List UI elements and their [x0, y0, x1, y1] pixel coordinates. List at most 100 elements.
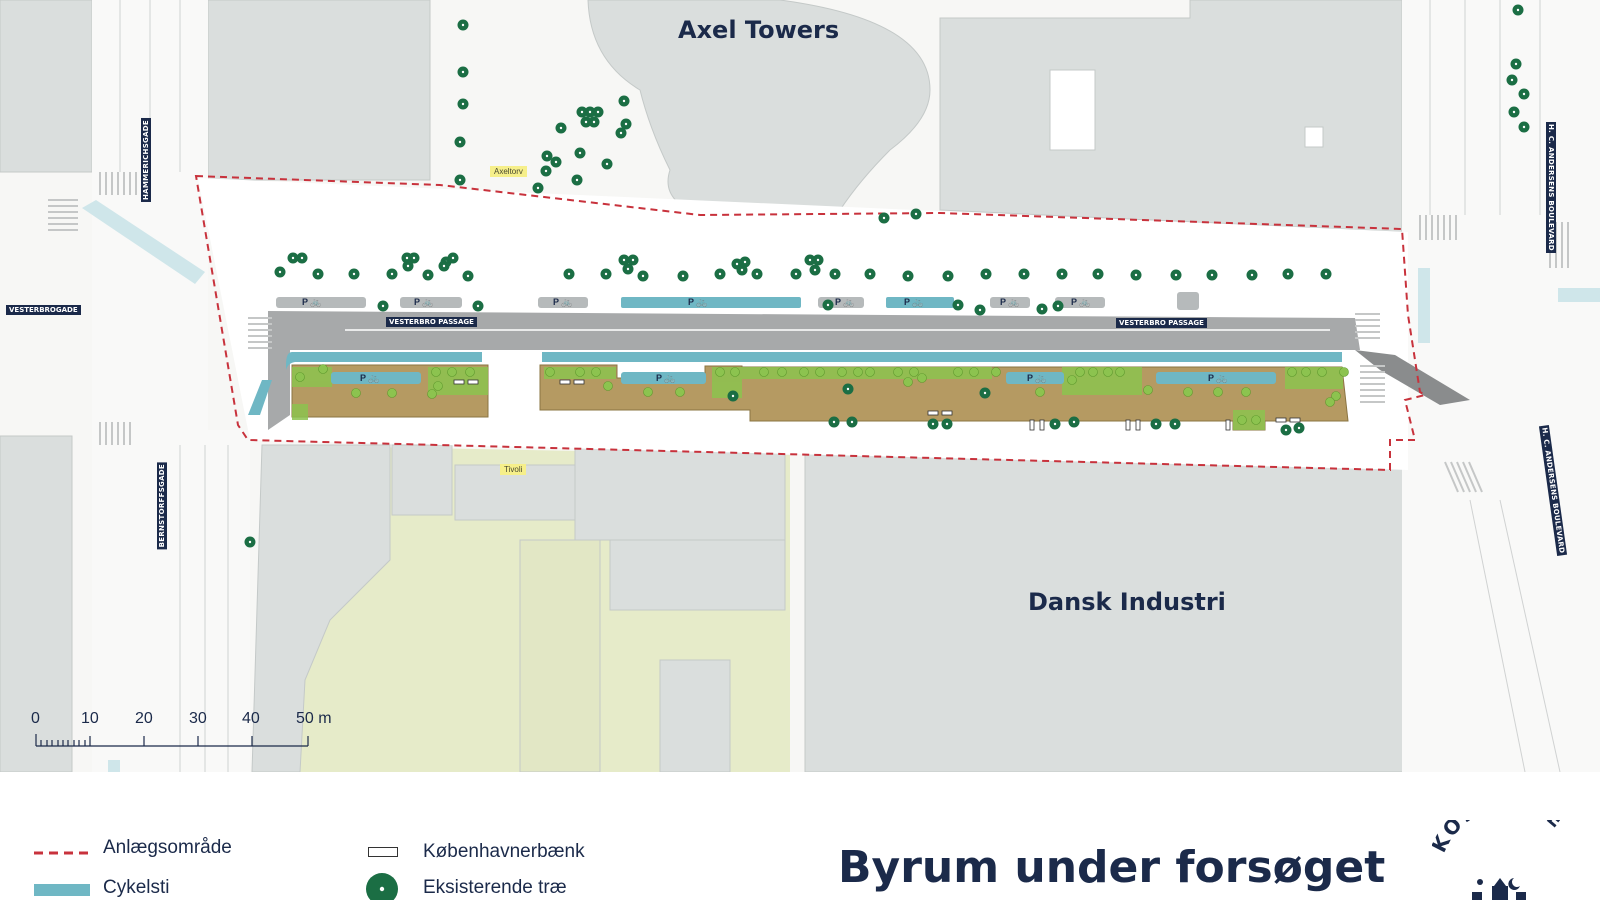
- vesterbro-passage-road: [268, 311, 1470, 430]
- existing-tree-center: [1284, 428, 1288, 432]
- new-tree: [1317, 367, 1327, 377]
- existing-tree-center: [461, 70, 465, 74]
- existing-tree-center: [604, 272, 608, 276]
- existing-tree-center: [559, 126, 563, 130]
- existing-tree-center: [381, 304, 385, 308]
- existing-tree-center: [592, 120, 596, 124]
- existing-tree-center: [681, 274, 685, 278]
- existing-tree-center: [1040, 307, 1044, 311]
- bench-icon: [368, 847, 398, 857]
- street-label-bernstorffsgade: BERNSTORFFSGADE: [157, 462, 167, 550]
- existing-tree-center: [826, 303, 830, 307]
- existing-tree-center: [931, 422, 935, 426]
- tivoli-buildings: [251, 444, 786, 772]
- new-tree: [1103, 367, 1113, 377]
- bike-parking-label: P 🚲: [656, 373, 676, 383]
- adjacent-cycle-paths: [82, 200, 1600, 772]
- bike-parking-label: P 🚲: [302, 297, 322, 307]
- existing-tree-center: [426, 273, 430, 277]
- bike-parking-label: P 🚲: [414, 297, 434, 307]
- new-tree: [1331, 391, 1341, 401]
- existing-tree-center: [808, 258, 812, 262]
- new-tree: [1035, 387, 1045, 397]
- existing-tree-center: [575, 178, 579, 182]
- existing-tree-center: [1154, 422, 1158, 426]
- existing-tree-center: [458, 140, 462, 144]
- new-tree: [903, 377, 913, 387]
- bike-parking-label: P 🚲: [1071, 297, 1091, 307]
- bike-parking-label: P 🚲: [1208, 373, 1228, 383]
- existing-tree-center: [1324, 272, 1328, 276]
- existing-tree-center: [978, 308, 982, 312]
- new-tree: [465, 367, 475, 377]
- existing-tree-center: [458, 178, 462, 182]
- new-tree: [351, 388, 361, 398]
- existing-tree-center: [740, 268, 744, 272]
- new-tree: [1067, 375, 1077, 385]
- legend-label-cycle-path: Cykelsti: [103, 877, 170, 898]
- existing-tree-center: [352, 272, 356, 276]
- existing-tree-center: [461, 23, 465, 27]
- existing-tree-center: [1522, 92, 1526, 96]
- new-tree: [865, 367, 875, 377]
- new-tree: [1143, 385, 1153, 395]
- cycle-path-swatch-icon: [34, 884, 90, 896]
- new-tree: [1301, 367, 1311, 377]
- new-tree: [853, 367, 863, 377]
- dashed-line-icon: [34, 851, 94, 855]
- existing-tree-center: [914, 212, 918, 216]
- existing-tree-center: [596, 110, 600, 114]
- new-tree: [387, 388, 397, 398]
- bike-parking-label: P 🚲: [835, 297, 855, 307]
- new-tree: [909, 367, 919, 377]
- new-tree: [575, 367, 585, 377]
- existing-tree-center: [946, 274, 950, 278]
- scale-bar: [35, 734, 309, 747]
- existing-tree-center: [816, 258, 820, 262]
- existing-tree-center: [832, 420, 836, 424]
- new-tree: [545, 367, 555, 377]
- street-label-vesterbrogade: VESTERBROGADE: [6, 305, 81, 315]
- new-tree: [917, 373, 927, 383]
- building-label-axel-towers: Axel Towers: [678, 16, 840, 44]
- existing-tree-center: [1510, 78, 1514, 82]
- street-label-vesterbro-passage-1: VESTERBRO PASSAGE: [386, 317, 477, 327]
- existing-tree-center: [1173, 422, 1177, 426]
- existing-tree-center: [536, 186, 540, 190]
- scale-label-50m: 50 m: [296, 710, 332, 727]
- existing-tree-center: [316, 272, 320, 276]
- scale-label-40: 40: [242, 710, 260, 727]
- existing-tree-center: [1516, 8, 1520, 12]
- existing-tree-center: [833, 272, 837, 276]
- bike-parking-label: P 🚲: [360, 373, 380, 383]
- existing-tree-center: [1072, 420, 1076, 424]
- existing-tree-center: [580, 110, 584, 114]
- existing-tree-center: [1096, 272, 1100, 276]
- new-tree: [1287, 367, 1297, 377]
- existing-tree-center: [476, 304, 480, 308]
- new-tree: [953, 367, 963, 377]
- existing-tree-center: [1022, 272, 1026, 276]
- place-label-tivoli: Tivoli: [500, 464, 527, 475]
- scale-label-20: 20: [135, 710, 153, 727]
- legend: Anlægsområde Cykelsti Københavnerbænk Ek…: [0, 772, 1600, 900]
- existing-trees: [244, 4, 1530, 548]
- existing-tree-center: [1210, 273, 1214, 277]
- existing-tree-center: [1512, 110, 1516, 114]
- existing-tree-center: [405, 256, 409, 260]
- existing-tree-center: [956, 303, 960, 307]
- new-tree: [777, 367, 787, 377]
- new-tree: [1339, 367, 1349, 377]
- new-tree: [1237, 415, 1247, 425]
- existing-tree-center: [731, 394, 735, 398]
- map-canvas[interactable]: Axel Towers Dansk Industri HAMMERICHSGAD…: [0, 0, 1600, 772]
- tree-icon: [366, 873, 398, 900]
- street-label-hc-andersens-1: H. C. ANDERSENS BOULEVARD: [1546, 122, 1556, 253]
- existing-tree-center: [412, 256, 416, 260]
- legend-label-bench: Københavnerbænk: [423, 841, 585, 862]
- new-tree: [837, 367, 847, 377]
- existing-tree-center: [626, 267, 630, 271]
- new-tree: [1241, 387, 1251, 397]
- cycle-paths-passage: [248, 352, 1342, 415]
- new-tree: [447, 367, 457, 377]
